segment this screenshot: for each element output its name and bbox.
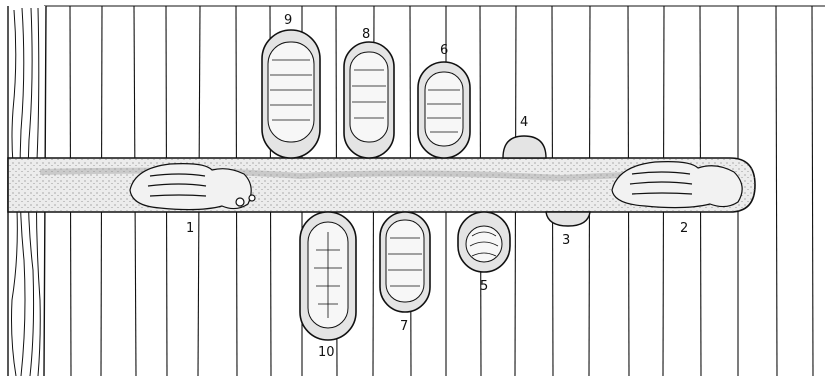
- chamber-10: [300, 212, 356, 340]
- label-9: 9: [284, 13, 292, 28]
- chamber-8: [344, 42, 394, 158]
- label-7: 7: [400, 319, 408, 334]
- larva-2: [612, 162, 742, 208]
- chamber-5: [458, 212, 510, 272]
- label-4: 4: [520, 115, 528, 130]
- larva-1: [130, 164, 255, 210]
- niche-4: [503, 136, 546, 158]
- label-2: 2: [680, 221, 688, 236]
- label-1: 1: [186, 221, 194, 236]
- label-3: 3: [562, 233, 570, 248]
- chamber-6: [418, 62, 470, 158]
- label-8: 8: [362, 27, 370, 42]
- label-6: 6: [440, 43, 448, 58]
- label-10: 10: [318, 345, 335, 360]
- chamber-7: [380, 212, 430, 312]
- chamber-9: [262, 30, 320, 158]
- label-5: 5: [480, 279, 488, 294]
